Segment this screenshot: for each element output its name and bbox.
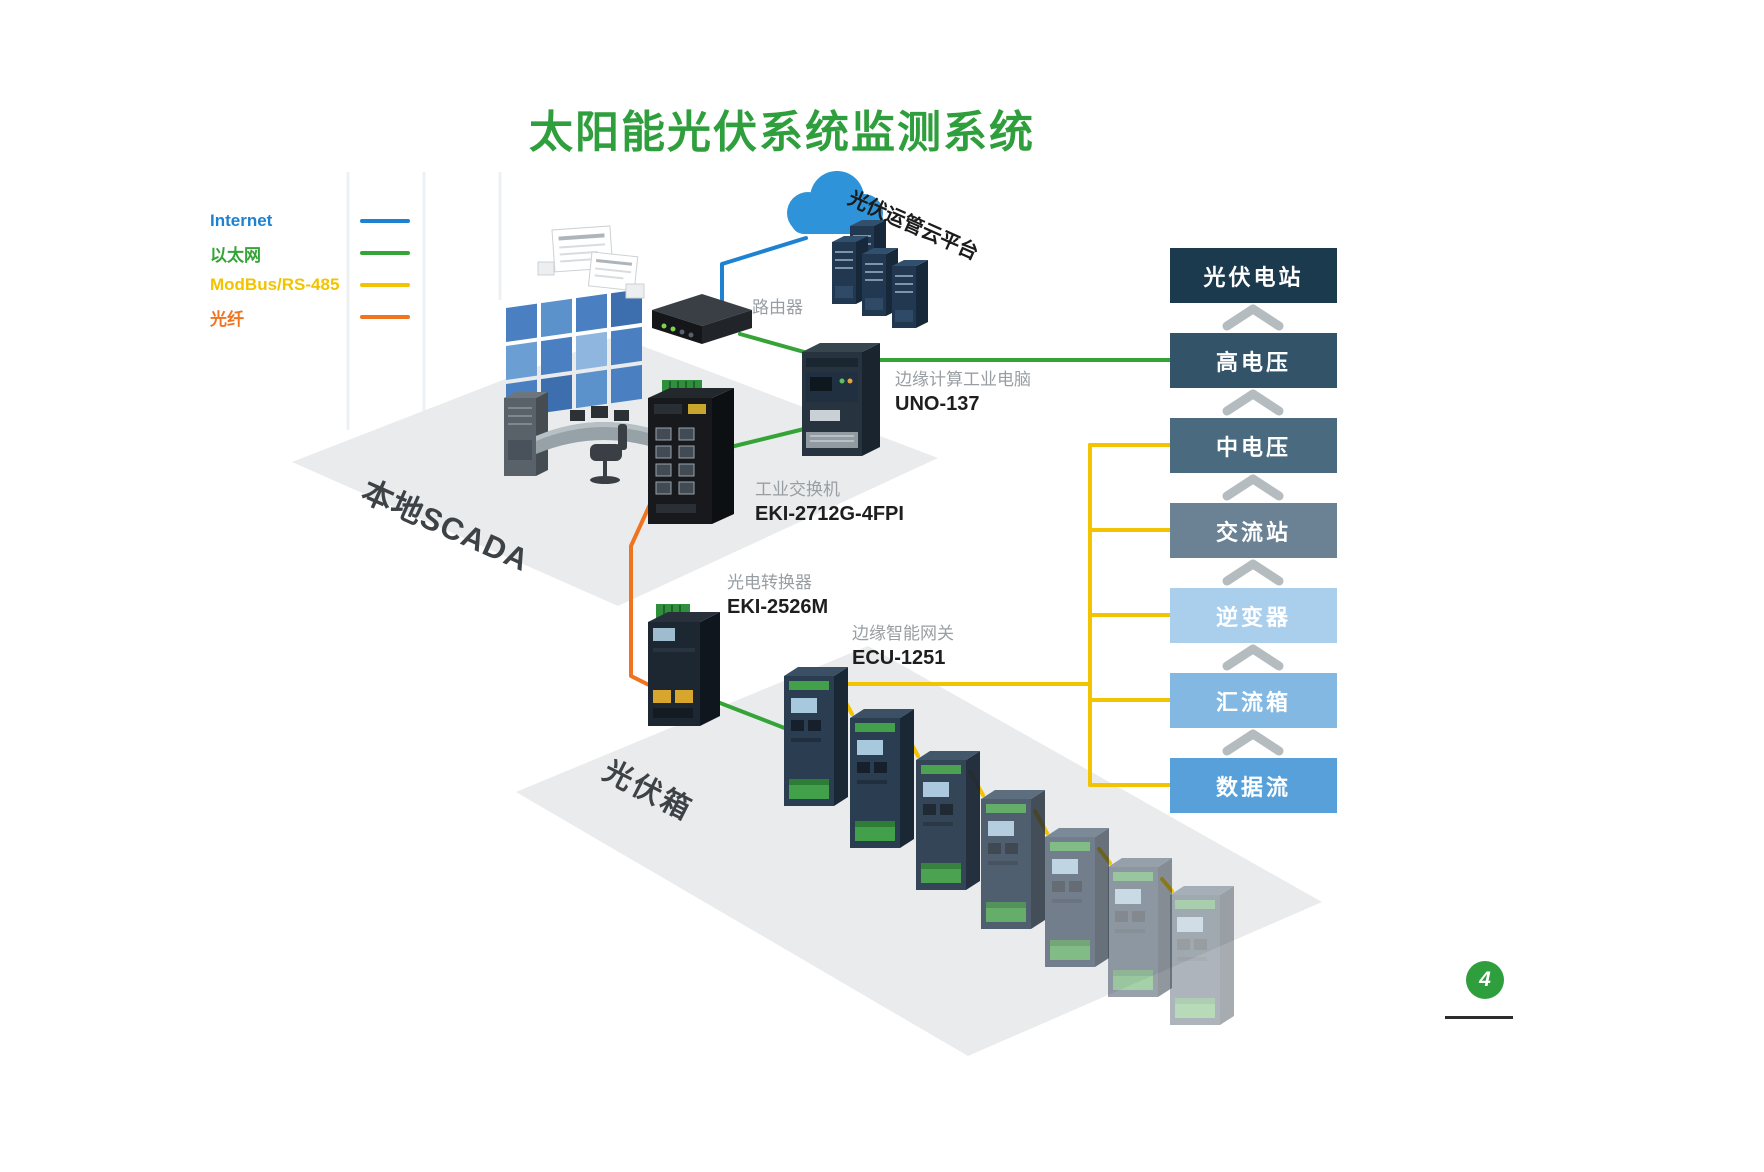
router-label: 路由器 bbox=[752, 297, 803, 319]
chevron-up-icon bbox=[1222, 474, 1284, 501]
page-number-badge: 4 bbox=[1466, 961, 1504, 999]
legend: Internet 以太网 ModBus/RS-485 光纤 bbox=[210, 205, 410, 333]
office-chair-icon bbox=[590, 424, 627, 484]
gateway-label: 边缘智能网关 ECU-1251 bbox=[852, 623, 954, 671]
fiber-line-swatch bbox=[360, 315, 410, 319]
stack-box-mid-voltage: 中电压 bbox=[1170, 418, 1337, 473]
fiber-line bbox=[629, 498, 657, 690]
legend-item-modbus: ModBus/RS-485 bbox=[210, 269, 410, 301]
legend-label: 以太网 bbox=[210, 245, 261, 265]
gateway-model: ECU-1251 bbox=[852, 647, 946, 670]
uno-model: UNO-137 bbox=[895, 393, 980, 416]
operator-desk-icon bbox=[536, 406, 672, 454]
converter-model: EKI-2526M bbox=[727, 596, 829, 619]
background-guides bbox=[346, 172, 502, 430]
chevron-up-icon bbox=[1222, 559, 1284, 586]
switch-label: 工业交换机 EKI-2712G-4FPI bbox=[755, 479, 904, 527]
chevron-up-icon bbox=[1222, 389, 1284, 416]
chevron-up-icon bbox=[1222, 644, 1284, 671]
gateway-desc: 边缘智能网关 bbox=[852, 624, 954, 643]
control-room bbox=[504, 225, 672, 484]
stack-box-inverter: 逆变器 bbox=[1170, 588, 1337, 643]
page-title: 太阳能光伏系统监测系统 bbox=[529, 108, 1035, 157]
converter-desc: 光电转换器 bbox=[727, 573, 812, 592]
internet-line-swatch bbox=[360, 219, 410, 223]
chevron-up-icon bbox=[1222, 304, 1284, 331]
legend-label: 光纤 bbox=[210, 309, 244, 329]
legend-label: Internet bbox=[210, 211, 273, 230]
uno-desc: 边缘计算工业电脑 bbox=[895, 370, 1031, 389]
footer-rule bbox=[1445, 1016, 1513, 1019]
switch-desc: 工业交换机 bbox=[755, 480, 840, 499]
legend-item-ethernet: 以太网 bbox=[210, 237, 410, 269]
internet-line bbox=[720, 236, 808, 318]
legend-item-internet: Internet bbox=[210, 205, 410, 237]
chevron-up-icon bbox=[1222, 729, 1284, 756]
converter-label: 光电转换器 EKI-2526M bbox=[727, 572, 828, 620]
stack-box-pv-plant: 光伏电站 bbox=[1170, 248, 1337, 303]
eki-2712-device-icon bbox=[648, 380, 734, 524]
switch-model: EKI-2712G-4FPI bbox=[755, 503, 904, 526]
legend-item-fiber: 光纤 bbox=[210, 301, 410, 333]
modbus-line-swatch bbox=[360, 283, 410, 287]
video-wall-icon bbox=[506, 288, 642, 418]
router-device-icon bbox=[652, 294, 752, 344]
eki-2526-device-icon bbox=[648, 604, 720, 726]
stack-box-combiner-box: 汇流箱 bbox=[1170, 673, 1337, 728]
legend-label: ModBus/RS-485 bbox=[210, 275, 340, 294]
document-card-icon bbox=[587, 251, 639, 292]
uno-137-device-icon bbox=[802, 343, 880, 456]
router-name: 路由器 bbox=[752, 298, 803, 317]
ethernet-line-swatch bbox=[360, 251, 410, 255]
uno-137-label: 边缘计算工业电脑 UNO-137 bbox=[895, 369, 1031, 417]
stack-box-high-voltage: 高电压 bbox=[1170, 333, 1337, 388]
stack-chevrons bbox=[1222, 304, 1284, 756]
server-cabinet-icon bbox=[504, 392, 548, 476]
stack-box-ac-station: 交流站 bbox=[1170, 503, 1337, 558]
scada-platform bbox=[292, 336, 938, 606]
stack-box-data-flow: 数据流 bbox=[1170, 758, 1337, 813]
